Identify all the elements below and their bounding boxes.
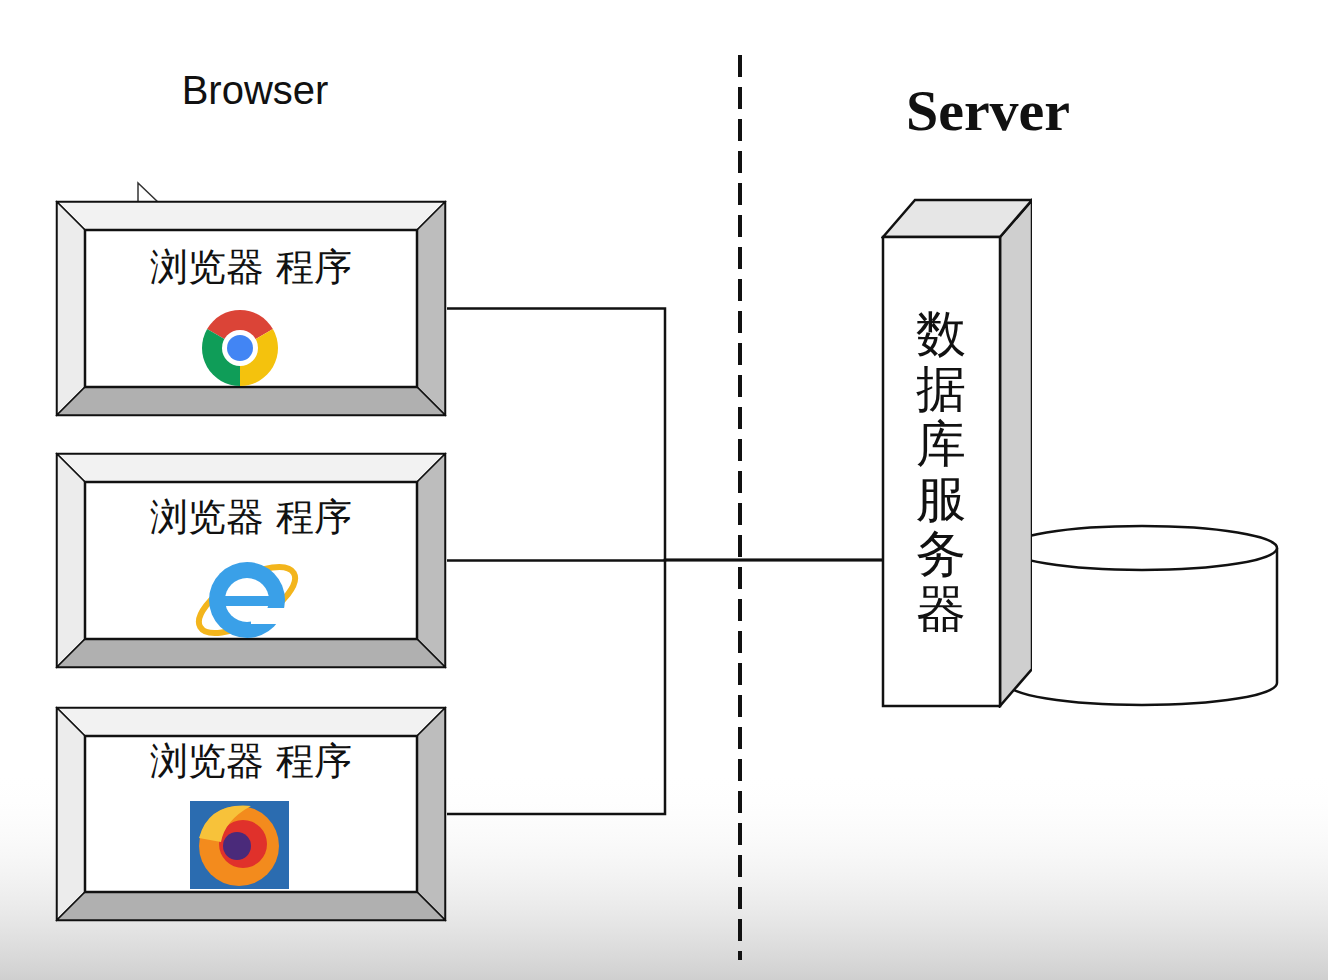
- browser-name: 浏览器 程序: [150, 492, 352, 543]
- browser-name: 浏览器 程序: [150, 736, 352, 787]
- browser-name: 浏览器 程序: [150, 242, 352, 293]
- ie-icon: [189, 554, 305, 646]
- section-title: Server: [906, 77, 1070, 144]
- browser-box: 浏览器 程序: [55, 452, 447, 669]
- database-cylinder: [1007, 526, 1277, 705]
- browser-outline: [55, 452, 447, 669]
- server-name: 数据库服务器: [916, 307, 966, 637]
- browser-box: 浏览器 程序: [55, 200, 447, 417]
- server-box: 数据库服务器: [881, 198, 1032, 708]
- browser-outline: [55, 706, 447, 922]
- connector-line: [447, 560, 883, 814]
- chrome-icon: [202, 310, 278, 386]
- browser-outline: [55, 200, 447, 417]
- browser-box: 浏览器 程序: [55, 706, 447, 922]
- section-title: Browser: [182, 68, 329, 113]
- divider-line: [738, 55, 742, 960]
- firefox-icon: [190, 801, 289, 889]
- connector-line: [447, 309, 883, 561]
